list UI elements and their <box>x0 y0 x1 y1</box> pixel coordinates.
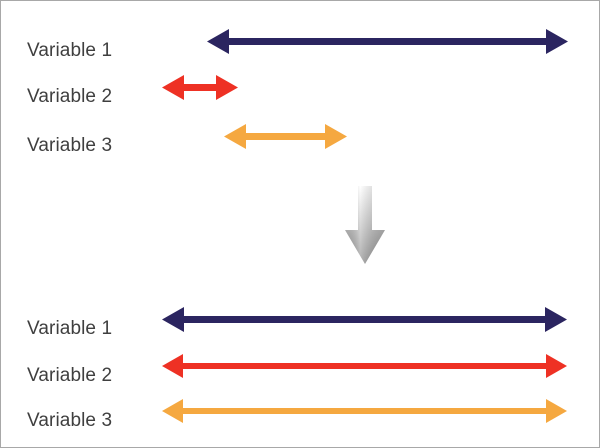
before-row-1-label: Variable 1 <box>27 40 113 61</box>
before-row-3-label: Variable 3 <box>27 135 113 156</box>
down-arrow-icon <box>345 186 385 264</box>
after-row-1-arrow-navy <box>162 306 567 332</box>
after-row-3-arrow-orange <box>162 399 567 423</box>
before-row-2-arrow-red <box>162 74 238 100</box>
after-row-1-label: Variable 1 <box>27 318 113 339</box>
after-row-3-label: Variable 3 <box>27 410 113 431</box>
after-row-2-label: Variable 2 <box>27 365 113 386</box>
after-row-2-arrow-red <box>162 354 567 378</box>
before-row-1-arrow-navy <box>207 28 568 54</box>
before-row-2-label: Variable 2 <box>27 86 113 107</box>
before-row-3-arrow-orange <box>224 123 347 149</box>
